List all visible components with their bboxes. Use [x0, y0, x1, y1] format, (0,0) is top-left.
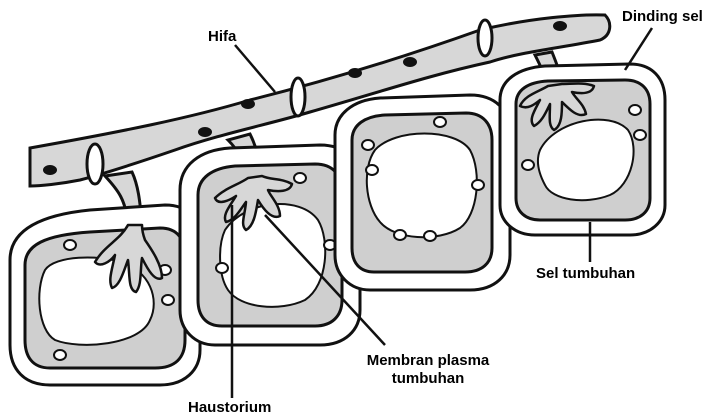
- hypha-nuclei: [43, 21, 567, 175]
- hypha-body: [28, 13, 612, 188]
- haustorium-3: [518, 82, 596, 132]
- leader-lines: [230, 27, 654, 398]
- haustorium-2: [213, 174, 294, 232]
- label-membran-line1: Membran plasma: [366, 352, 490, 369]
- plant-cell-3: [333, 93, 512, 292]
- leader-membran: [264, 214, 386, 346]
- hypha-septum: [476, 18, 494, 58]
- leader-dinding-sel: [623, 27, 654, 71]
- label-membran-line2: tumbuhan: [391, 370, 465, 387]
- hypha-septum: [289, 76, 307, 118]
- label-membran-plasma: Membran plasma tumbuhan: [358, 352, 498, 388]
- label-dinding-sel: Dinding sel: [622, 8, 703, 25]
- leader-hifa: [234, 44, 276, 93]
- label-sel-tumbuhan: Sel tumbuhan: [536, 265, 636, 282]
- hypha: [28, 13, 612, 227]
- label-hifa: Hifa: [208, 28, 237, 45]
- label-haustorium: Haustorium: [188, 399, 272, 416]
- haustorium-1: [93, 223, 164, 294]
- plant-cell-2: [178, 143, 362, 347]
- hypha-septum: [85, 142, 105, 186]
- plant-cell-1: [8, 203, 202, 387]
